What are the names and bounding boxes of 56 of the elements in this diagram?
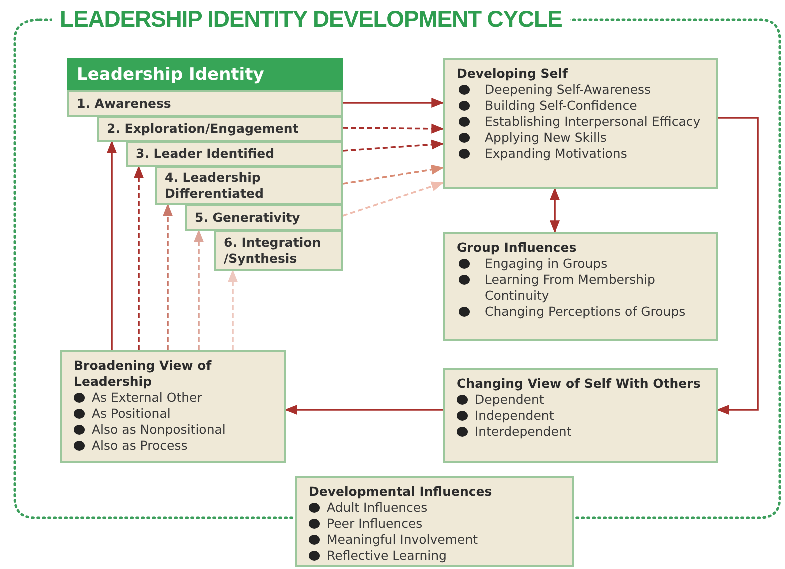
stage-box [67, 90, 343, 117]
bullet-item: Also as Nonpositional [74, 422, 272, 438]
stage-box [185, 204, 343, 231]
box-heading: Changing View of Self With Others [457, 376, 702, 392]
bullet-item: Deepening Self-Awareness [457, 82, 704, 98]
box-heading: Developing Self [457, 66, 569, 82]
bullet-item: Expanding Motivations [457, 146, 704, 162]
info-box [443, 58, 718, 189]
arrow [284, 404, 443, 416]
info-box [295, 476, 574, 567]
bullet-item: Changing Perceptions of Groups [457, 304, 704, 320]
stage-box [214, 230, 343, 271]
bullet-item: Peer Influences [309, 516, 560, 532]
arrow [194, 230, 204, 350]
arrow [550, 188, 560, 234]
arrow [106, 140, 118, 350]
stage-box [97, 116, 343, 142]
stage-box [126, 141, 343, 167]
bullet-item: Interdependent [457, 424, 704, 440]
stage-label: 3. Leader Identified [136, 146, 276, 162]
stage-label: 1. Awareness [77, 96, 172, 112]
stage-label: 6. Integration /Synthesis [224, 234, 322, 266]
bullet-item: Independent [457, 408, 704, 424]
bullet-item: Building Self-Confidence [457, 98, 704, 114]
bullet-item: Dependent [457, 392, 704, 408]
stage-box [155, 166, 343, 205]
stage-label: 4. Leadership Differentiated [165, 170, 265, 202]
bullet-item: Learning From Membership Continuity [457, 272, 704, 304]
arrow [343, 98, 444, 108]
box-heading: Developmental Influences [309, 484, 494, 500]
bullet-item: Also as Process [74, 438, 272, 454]
bullet-item: Establishing Interpersonal Efficacy [457, 114, 704, 130]
arrow [342, 140, 444, 152]
stage-label: 5. Generativity [195, 210, 302, 226]
bullet-item: Engaging in Groups [457, 256, 704, 272]
bullet-item: Meaningful Involvement [309, 532, 560, 548]
bullet-item: As Positional [74, 406, 272, 422]
arrow [716, 117, 759, 416]
info-box [443, 368, 718, 463]
info-box [60, 350, 286, 463]
header-text: Leadership Identity [77, 66, 266, 82]
bullet-item: Applying New Skills [457, 130, 704, 146]
stage-label: 2. Exploration/Engagement [107, 121, 300, 137]
arrow [162, 204, 174, 350]
arrow [228, 270, 238, 350]
arrow [134, 166, 144, 350]
bullet-item: Reflective Learning [309, 548, 560, 564]
info-box [443, 232, 718, 341]
bullet-item: Adult Influences [309, 500, 560, 516]
arrow [343, 124, 444, 134]
box-heading: Broadening View of Leadership [74, 358, 213, 390]
box-heading: Group Influences [457, 240, 578, 256]
arrow [342, 182, 444, 217]
header-bar [67, 58, 343, 91]
bullet-item: As External Other [74, 390, 272, 406]
arrow [342, 164, 444, 185]
